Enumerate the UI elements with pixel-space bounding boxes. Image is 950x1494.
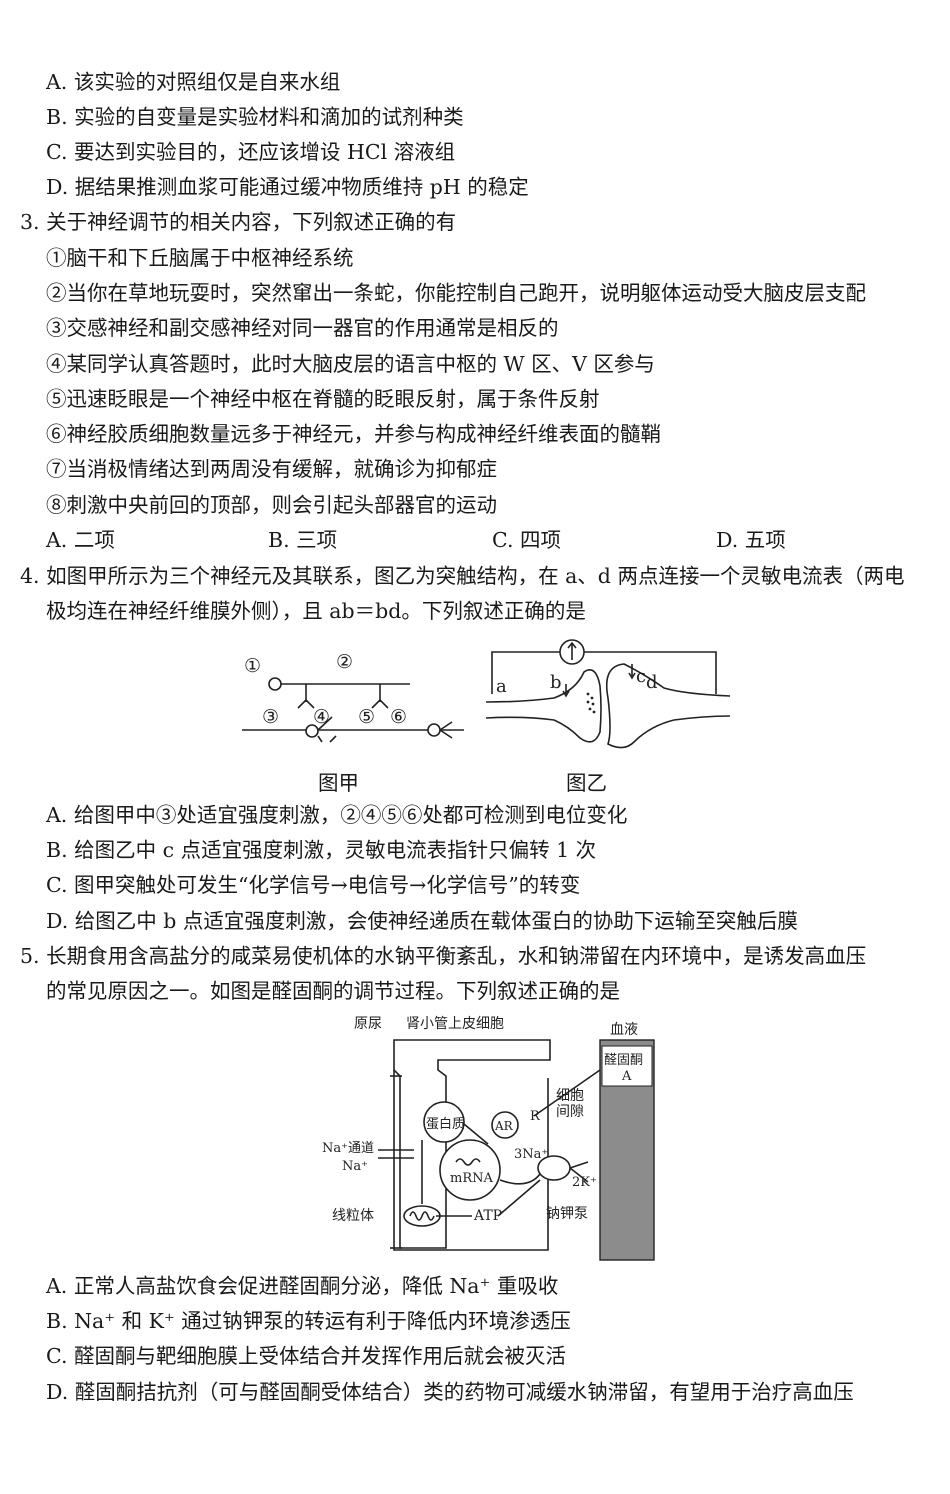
fig5-label-protein: 蛋白质 (426, 1116, 465, 1132)
q3-option-b: B. 三项 (268, 528, 338, 552)
fig5-label-cell: 肾小管上皮细胞 (406, 1016, 504, 1032)
fig-a-label-5: ⑤ (358, 706, 375, 728)
q4-stem-line2: 极均连在神经纤维膜外侧），且 ab＝bd。下列叙述正确的是 (46, 599, 586, 623)
caption-jia: 图甲 (318, 771, 359, 795)
q5-option-b: B. Na⁺ 和 K⁺ 通过钠钾泵的转运有利于降低内环境渗透压 (46, 1309, 571, 1333)
fig-b-label-a: a (496, 676, 507, 697)
caption-yi: 图乙 (566, 771, 607, 795)
q5-option-d: D. 醛固酮拮抗剂（可与醛固酮受体结合）类的药物可减缓水钠滞留，有望用于治疗高血… (46, 1380, 854, 1404)
q5-stem-line1: 5. 长期食用含高盐分的咸菜易使机体的水钠平衡紊乱，水和钠滞留在内环境中，是诱发… (20, 944, 867, 968)
q3-item-4: ④某同学认真答题时，此时大脑皮层的语言中枢的 W 区、V 区参与 (46, 352, 655, 376)
q3-stem: 3. 关于神经调节的相关内容，下列叙述正确的有 (20, 210, 457, 234)
fig5-label-3na: 3Na⁺ (514, 1147, 548, 1162)
q3-option-c: C. 四项 (492, 528, 561, 552)
q3-item-3: ③交感神经和副交感神经对同一器官的作用通常是相反的 (46, 316, 559, 340)
fig-a-label-1: ① (244, 655, 261, 677)
q2-option-d: D. 据结果推测血浆可能通过缓冲物质维持 pH 的稳定 (46, 175, 529, 199)
figure-jia-neurons: ① ② ③ ④ ⑤ ⑥ (242, 651, 464, 743)
fig5-label-gap1: 细胞 (556, 1088, 584, 1104)
fig5-label-r: R (530, 1109, 541, 1124)
fig-a-label-6: ⑥ (390, 706, 407, 728)
q3-item-1: ①脑干和下丘脑属于中枢神经系统 (46, 246, 354, 270)
fig-b-label-b: b (550, 672, 562, 693)
fig5-label-urine: 原尿 (354, 1016, 382, 1032)
q3-item-8: ⑧刺激中央前回的顶部，则会引起头部器官的运动 (46, 493, 497, 517)
fig-b-label-d: d (646, 672, 658, 693)
q2-option-a: A. 该实验的对照组仅是自来水组 (46, 70, 341, 94)
fig5-label-na: Na⁺ (342, 1159, 368, 1174)
q5-option-a: A. 正常人高盐饮食会促进醛固酮分泌，降低 Na⁺ 重吸收 (46, 1274, 559, 1298)
fig5-label-gap2: 间隙 (556, 1104, 584, 1120)
fig5-label-ar: AR (494, 1119, 514, 1133)
q3-item-7: ⑦当消极情绪达到两周没有缓解，就确诊为抑郁症 (46, 457, 497, 481)
fig5-label-a: A (621, 1069, 632, 1084)
q3-item-2: ②当你在草地玩耍时，突然窜出一条蛇，你能控制自己跑开，说明躯体运动受大脑皮层支配 (46, 281, 866, 305)
q2-option-c: C. 要达到实验目的，还应该增设 HCl 溶液组 (46, 140, 456, 164)
fig5-label-na-channel: Na⁺通道 (322, 1141, 374, 1156)
figure-yi-synapse: a b c d (484, 632, 732, 756)
q4-stem-line1: 4. 如图甲所示为三个神经元及其联系，图乙为突触结构，在 a、d 两点连接一个灵… (20, 564, 905, 588)
fig5-label-2k: 2K⁺ (572, 1175, 597, 1190)
q4-option-b: B. 给图乙中 c 点适宜强度刺激，灵敏电流表指针只偏转 1 次 (46, 838, 597, 862)
q4-option-d: D. 给图乙中 b 点适宜强度刺激，会使神经递质在载体蛋白的协助下运输至突触后膜 (46, 909, 798, 933)
q3-item-5: ⑤迅速眨眼是一个神经中枢在脊髓的眨眼反射，属于条件反射 (46, 387, 600, 411)
figure-aldosterone-regulation: 原尿 肾小管上皮细胞 血液 醛固酮 A 细胞 间隙 蛋白质 AR R Na⁺通道… (322, 1016, 655, 1261)
fig5-label-mrna: mRNA (450, 1171, 493, 1186)
fig5-label-aldosterone: 醛固酮 (604, 1052, 643, 1068)
q2-option-b: B. 实验的自变量是实验材料和滴加的试剂种类 (46, 105, 464, 129)
q3-item-6: ⑥神经胶质细胞数量远多于神经元，并参与构成神经纤维表面的髓鞘 (46, 422, 661, 446)
fig-a-label-2: ② (336, 651, 353, 673)
fig5-label-blood: 血液 (610, 1022, 638, 1038)
fig5-label-pump: 钠钾泵 (546, 1206, 588, 1222)
fig5-label-atp: ATP (473, 1208, 502, 1224)
q4-option-a: A. 给图甲中③处适宜强度刺激，②④⑤⑥处都可检测到电位变化 (46, 803, 628, 827)
fig-a-label-3: ③ (262, 706, 279, 728)
q5-option-c: C. 醛固酮与靶细胞膜上受体结合并发挥作用后就会被灭活 (46, 1344, 566, 1368)
fig-a-label-4: ④ (313, 706, 330, 728)
fig-b-label-c: c (636, 666, 646, 687)
q3-option-d: D. 五项 (716, 528, 786, 552)
q3-option-a: A. 二项 (46, 528, 115, 552)
q5-stem-line2: 的常见原因之一。如图是醛固酮的调节过程。下列叙述正确的是 (46, 979, 620, 1003)
q4-option-c: C. 图甲突触处可发生“化学信号→电信号→化学信号”的转变 (46, 873, 581, 897)
fig5-label-mitochondria: 线粒体 (332, 1208, 374, 1224)
